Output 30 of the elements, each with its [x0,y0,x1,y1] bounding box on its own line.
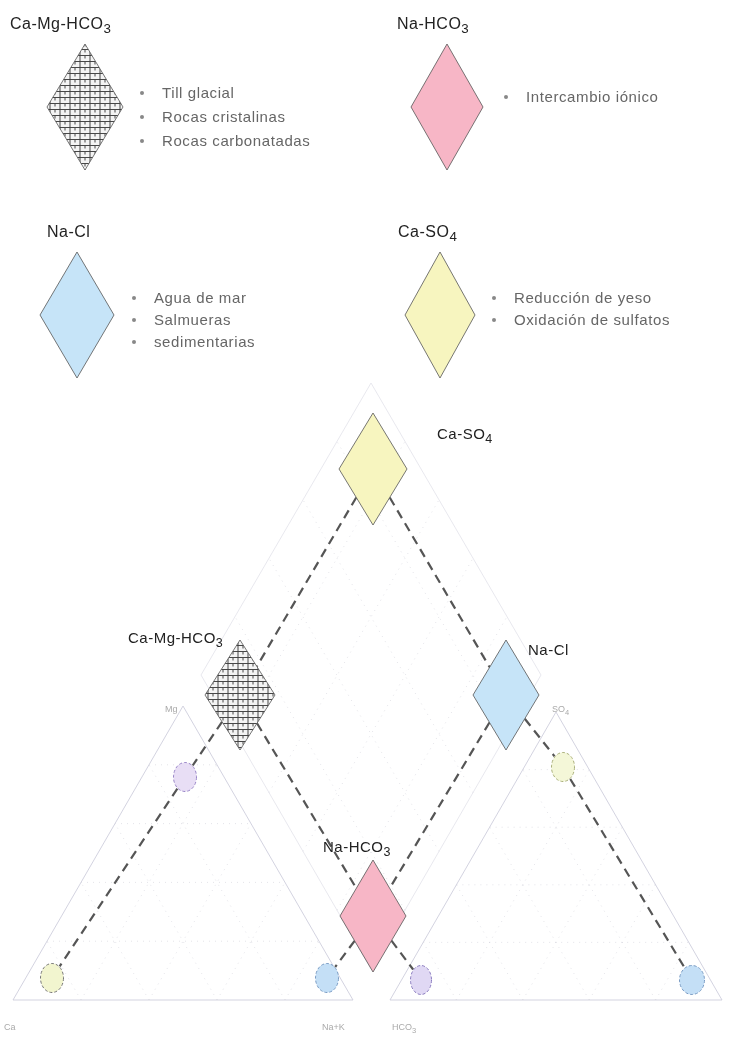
bullet-text: Salmueras [154,311,232,328]
zone-heading: Na-HCO$_{3}$ [323,838,391,859]
bullet-text: Till glacial [162,84,235,101]
zone-heading: Ca-Mg-HCO$_{3}$ [10,15,112,37]
zone-heading: Na-Cl [528,641,569,658]
dashed-connector [58,787,179,968]
axis-label: SO$_{4}$ [552,704,570,717]
zone-heading: Ca-SO$_{4}$ [398,223,458,245]
zone-heading: Ca-Mg-HCO$_{3}$ [128,629,224,650]
axis-label: Ca [4,1022,16,1032]
bullet-text: Agua de mar [154,289,247,306]
bullet-text: Rocas cristalinas [162,108,286,125]
bullet-text: sedimentarias [154,333,256,350]
zone-heading: Na-Cl [47,223,91,241]
axis-label: Mg [165,704,178,714]
dashed-connector [390,939,414,971]
dashed-connector [569,778,686,969]
bullet-text: Intercambio iónico [526,88,659,105]
bullet-text: Reducción de yeso [514,289,652,306]
dashed-connector [256,722,358,889]
axis-label: Na+K [322,1022,345,1032]
bullet-text: Rocas carbonatadas [162,132,311,149]
dashed-connector [388,496,491,668]
dashed-connector [523,718,556,758]
zone-heading: Na-HCO$_{3}$ [397,15,470,37]
zone-heading: Ca-SO$_{4}$ [437,425,493,446]
axis-label: HCO$_{3}$ [392,1022,417,1035]
bullet-text: Oxidación de sulfatos [514,311,670,328]
dashed-connector [334,940,356,968]
dashed-connector [191,721,223,767]
